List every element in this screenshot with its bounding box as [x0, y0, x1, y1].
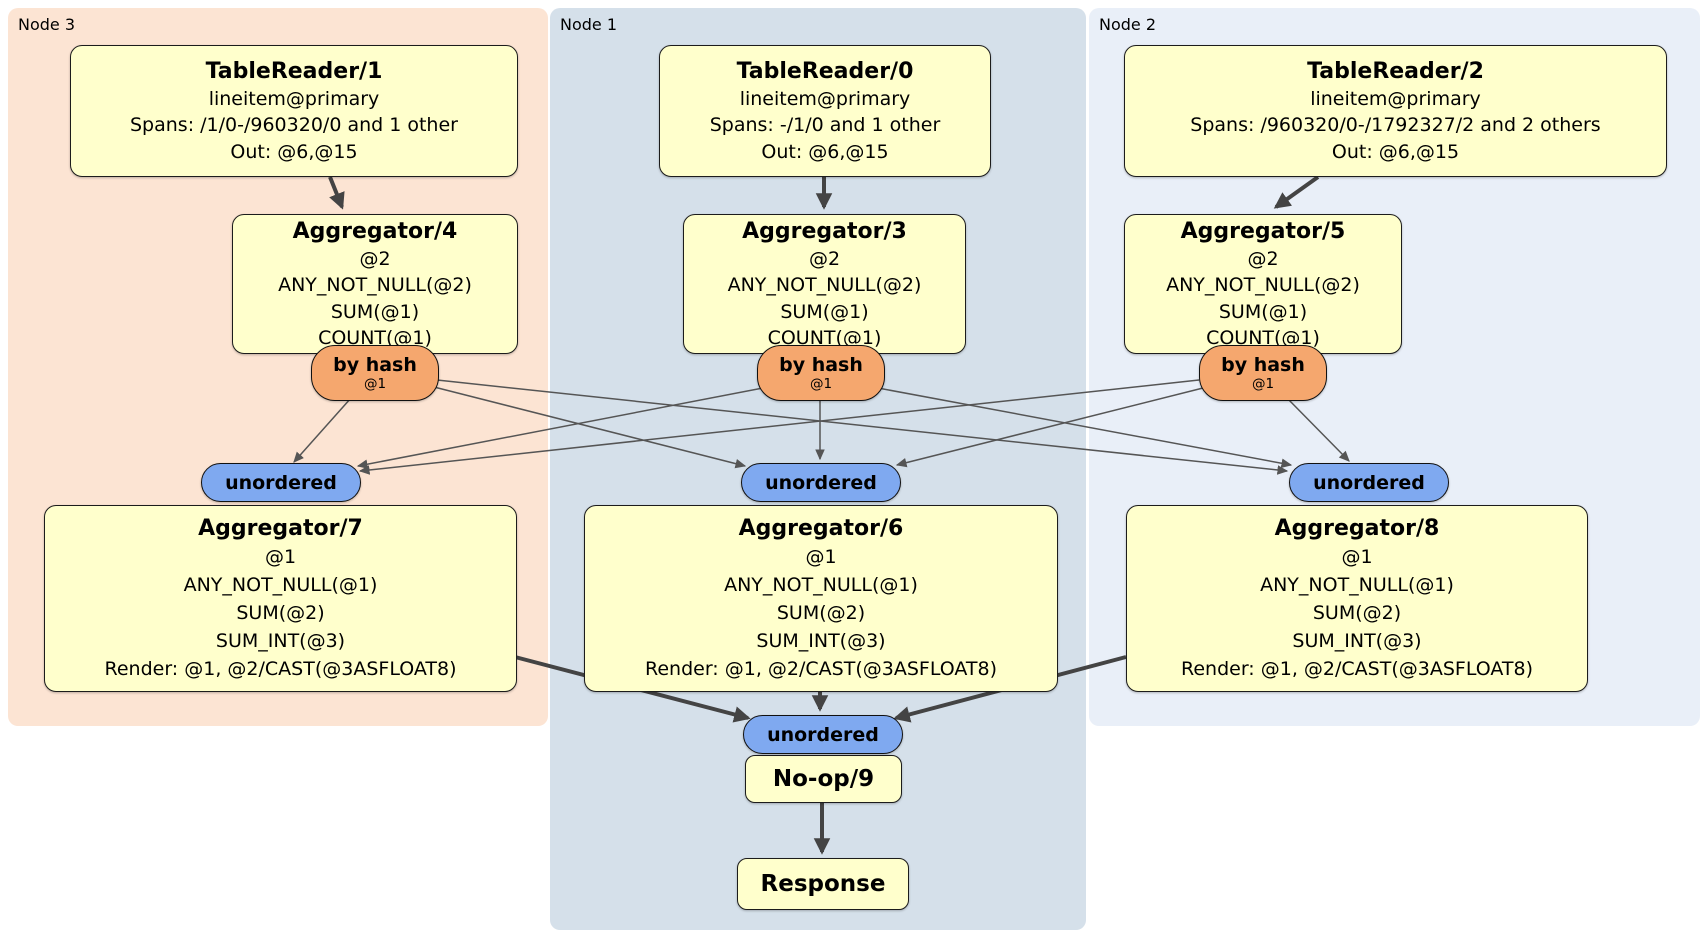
aggregator4-sum: SUM(@1)	[330, 300, 420, 323]
unordered-sync-final-label: unordered	[767, 723, 879, 746]
aggregator7-sumint: SUM_INT(@3)	[215, 630, 346, 652]
node2-region-label: Node 2	[1099, 15, 1157, 34]
byhash-router-node2-columns: @1	[1251, 375, 1275, 392]
aggregator6-anynotnull: ANY_NOT_NULL(@1)	[724, 574, 918, 596]
unordered-sync-node3: unordered	[201, 463, 361, 502]
tablereader2-out: Out: @6,@15	[1331, 140, 1460, 163]
response-box: Response	[737, 858, 909, 910]
byhash-router-node1: by hash @1	[757, 345, 885, 401]
aggregator4-groupcols: @2	[359, 247, 391, 270]
tablereader1-title: TableReader/1	[205, 58, 383, 84]
unordered-sync-node1: unordered	[741, 463, 901, 502]
aggregator8-sum: SUM(@2)	[1312, 602, 1402, 624]
unordered-sync-node2: unordered	[1289, 463, 1449, 502]
aggregator6-box: Aggregator/6 @1 ANY_NOT_NULL(@1) SUM(@2)…	[584, 505, 1058, 692]
byhash-router-node3: by hash @1	[311, 345, 439, 401]
tablereader0-spans: Spans: -/1/0 and 1 other	[709, 114, 941, 137]
aggregator8-title: Aggregator/8	[1274, 516, 1440, 541]
edge-byhash-node3-unordered-node2	[436, 379, 1289, 475]
aggregator6-groupcols: @1	[805, 546, 837, 568]
aggregator5-groupcols: @2	[1247, 247, 1279, 270]
tablereader2-spans: Spans: /960320/0-/1792327/2 and 2 others	[1190, 114, 1601, 137]
edge-tablereader1-aggregator4	[328, 176, 345, 210]
aggregator3-sum: SUM(@1)	[780, 300, 869, 323]
response-title: Response	[760, 870, 886, 897]
aggregator7-render: Render: @1, @2/CAST(@3ASFLOAT8)	[104, 658, 457, 680]
noop9-title: No-op/9	[772, 765, 875, 792]
aggregator6-render: Render: @1, @2/CAST(@3ASFLOAT8)	[645, 658, 997, 680]
aggregator3-title: Aggregator/3	[742, 218, 907, 244]
aggregator5-title: Aggregator/5	[1180, 218, 1346, 244]
edge-byhash-node2-unordered-node3	[358, 379, 1200, 475]
byhash-router-node2-label: by hash	[1221, 353, 1305, 376]
tablereader1-box: TableReader/1 lineitem@primary Spans: /1…	[70, 45, 518, 177]
aggregator4-box: Aggregator/4 @2 ANY_NOT_NULL(@2) SUM(@1)…	[232, 214, 518, 354]
edge-byhash-node2-unordered-node1	[895, 387, 1204, 468]
aggregator8-groupcols: @1	[1341, 546, 1373, 568]
tablereader1-spans: Spans: /1/0-/960320/0 and 1 other	[130, 114, 458, 137]
edge-byhash-node3-unordered-node1	[433, 386, 747, 469]
node1-region-label: Node 1	[560, 15, 618, 34]
edge-byhash-node1-unordered-node2	[877, 387, 1293, 468]
aggregator4-count: COUNT(@1)	[318, 327, 432, 349]
aggregator4-anynotnull: ANY_NOT_NULL(@2)	[278, 274, 472, 296]
aggregator5-count: COUNT(@1)	[1206, 327, 1320, 349]
aggregator6-sumint: SUM_INT(@3)	[756, 630, 886, 652]
aggregator3-anynotnull: ANY_NOT_NULL(@2)	[727, 274, 922, 296]
tablereader2-title: TableReader/2	[1307, 58, 1484, 84]
aggregator7-title: Aggregator/7	[198, 516, 363, 541]
aggregator8-box: Aggregator/8 @1 ANY_NOT_NULL(@1) SUM(@2)…	[1126, 505, 1588, 692]
aggregator6-title: Aggregator/6	[738, 516, 904, 541]
tablereader2-box: TableReader/2 lineitem@primary Spans: /9…	[1124, 45, 1667, 177]
aggregator7-anynotnull: ANY_NOT_NULL(@1)	[183, 574, 378, 596]
aggregator7-box: Aggregator/7 @1 ANY_NOT_NULL(@1) SUM(@2)…	[44, 505, 517, 692]
tablereader0-index: lineitem@primary	[739, 87, 911, 110]
unordered-sync-final: unordered	[743, 715, 903, 754]
unordered-sync-node1-label: unordered	[765, 471, 877, 494]
aggregator5-box: Aggregator/5 @2 ANY_NOT_NULL(@2) SUM(@1)…	[1124, 214, 1402, 354]
byhash-router-node1-columns: @1	[809, 375, 833, 392]
tablereader0-title: TableReader/0	[736, 58, 914, 84]
byhash-router-node3-label: by hash	[333, 353, 417, 376]
edge-byhash-node3-unordered-node3	[293, 397, 352, 463]
aggregator7-sum: SUM(@2)	[236, 602, 325, 624]
aggregator6-sum: SUM(@2)	[776, 602, 866, 624]
aggregator5-anynotnull: ANY_NOT_NULL(@2)	[1166, 274, 1360, 296]
edge-byhash-node1-unordered-node3	[356, 387, 764, 469]
unordered-sync-node2-label: unordered	[1313, 471, 1425, 494]
unordered-sync-node3-label: unordered	[225, 471, 337, 494]
aggregator4-title: Aggregator/4	[292, 218, 458, 244]
byhash-router-node1-label: by hash	[779, 353, 863, 376]
aggregator8-sumint: SUM_INT(@3)	[1292, 630, 1422, 652]
edge-byhash-node2-unordered-node2	[1285, 396, 1350, 462]
aggregator7-groupcols: @1	[264, 546, 297, 568]
tablereader0-out: Out: @6,@15	[761, 140, 889, 163]
aggregator5-sum: SUM(@1)	[1218, 300, 1308, 323]
tablereader0-box: TableReader/0 lineitem@primary Spans: -/…	[659, 45, 991, 177]
edge-tablereader2-aggregator5	[1273, 175, 1320, 209]
noop9-box: No-op/9	[745, 755, 902, 803]
aggregator8-render: Render: @1, @2/CAST(@3ASFLOAT8)	[1181, 658, 1533, 680]
tablereader1-out: Out: @6,@15	[230, 140, 358, 163]
aggregator3-groupcols: @2	[808, 247, 841, 270]
aggregator3-box: Aggregator/3 @2 ANY_NOT_NULL(@2) SUM(@1)…	[683, 214, 966, 354]
byhash-router-node2: by hash @1	[1199, 345, 1327, 401]
aggregator3-count: COUNT(@1)	[767, 327, 882, 349]
tablereader2-index: lineitem@primary	[1310, 87, 1481, 110]
tablereader1-index: lineitem@primary	[208, 87, 380, 110]
aggregator8-anynotnull: ANY_NOT_NULL(@1)	[1260, 574, 1454, 596]
byhash-router-node3-columns: @1	[363, 375, 387, 392]
node3-region-label: Node 3	[18, 15, 76, 34]
